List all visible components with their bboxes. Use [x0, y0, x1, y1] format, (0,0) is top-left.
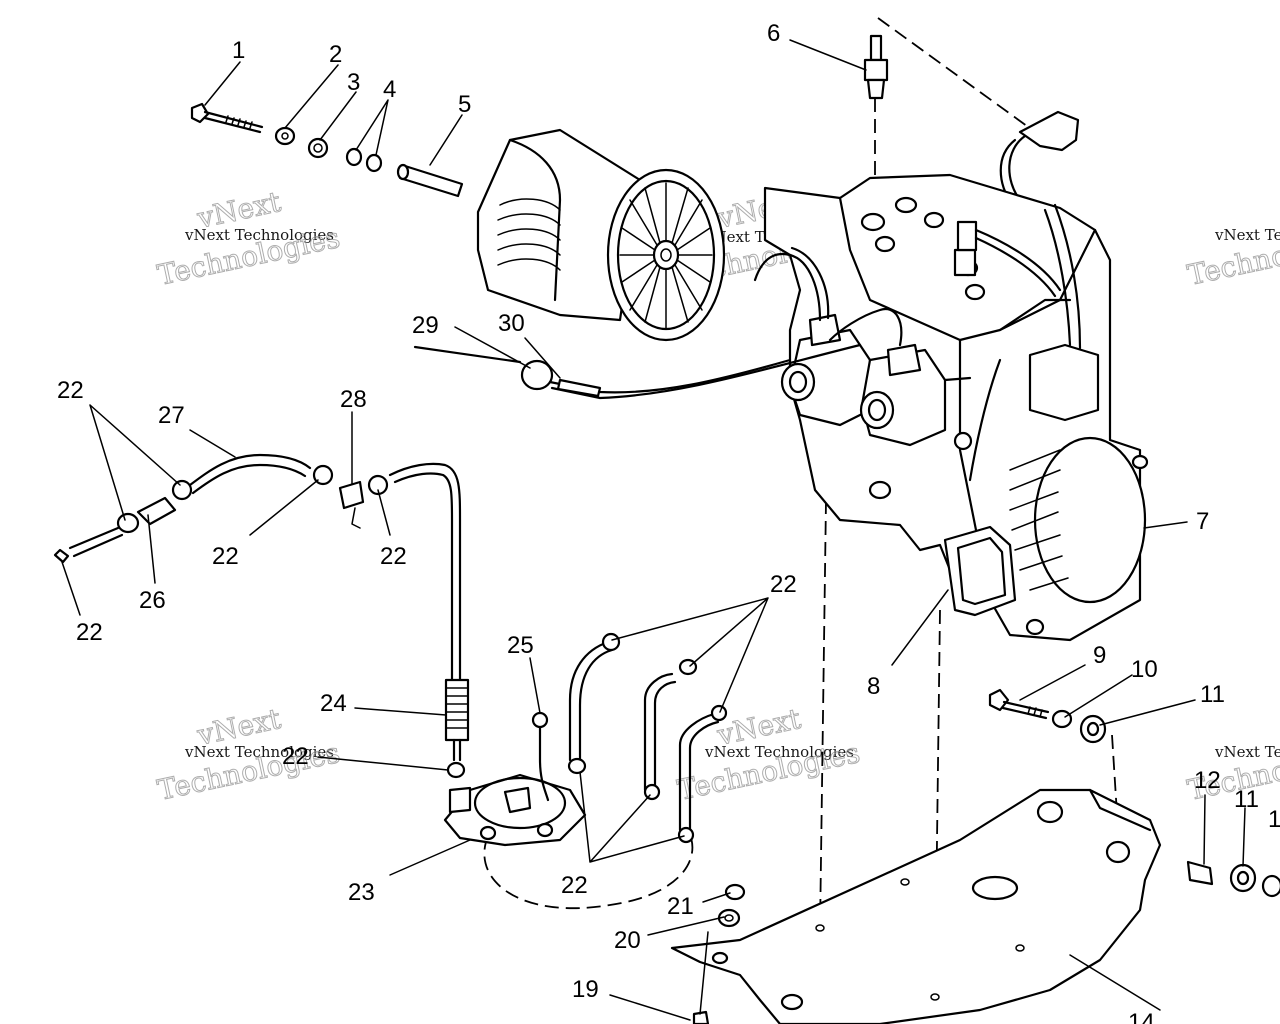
- callout-26: 26: [139, 587, 166, 614]
- callout-22g: 22: [561, 872, 588, 899]
- callout-20: 20: [614, 927, 641, 954]
- mount-plate: [670, 788, 1162, 1024]
- callout-11b: 11: [1234, 786, 1259, 813]
- callout-21: 21: [667, 893, 694, 920]
- callout-6: 6: [767, 20, 780, 47]
- svg-text:vNext Technologies: vNext Technologies: [184, 743, 334, 761]
- callout-28: 28: [340, 386, 367, 413]
- callout-22h: 1: [1268, 806, 1280, 833]
- callout-4: 4: [383, 76, 396, 103]
- callout-10: 10: [1131, 656, 1158, 683]
- callout-23: 23: [348, 879, 375, 906]
- callout-29: 29: [412, 312, 439, 339]
- throttle-cables: [413, 343, 862, 400]
- bolt-stack: [190, 102, 464, 198]
- engine: [763, 173, 1149, 642]
- callout-12: 12: [1194, 767, 1221, 794]
- callout-14: 14: [1128, 1009, 1155, 1024]
- callout-24: 24: [320, 690, 347, 717]
- callout-22b: 22: [76, 619, 103, 646]
- callout-11a: 11: [1200, 681, 1225, 708]
- callout-22e: 22: [770, 571, 797, 598]
- callout-2: 2: [329, 41, 342, 68]
- callout-22d: 22: [380, 543, 407, 570]
- fuel-pump: [443, 632, 728, 847]
- callout-30: 30: [498, 310, 525, 337]
- drive-clutch: [476, 128, 726, 342]
- callout-7: 7: [1196, 508, 1209, 535]
- callout-labels: 1 2 3 4 5 6 7 8 9 10 11 11 12 14 19 20 2…: [57, 20, 1280, 1024]
- mount-hardware: [692, 688, 1280, 1024]
- callout-1: 1: [232, 37, 245, 64]
- callout-8: 8: [867, 673, 880, 700]
- callout-27: 27: [158, 402, 185, 429]
- callout-25: 25: [507, 632, 534, 659]
- callout-19: 19: [572, 976, 599, 1003]
- callout-22f: 22: [282, 743, 309, 770]
- callout-9: 9: [1093, 642, 1106, 669]
- callout-22a: 22: [57, 377, 84, 404]
- callout-5: 5: [458, 91, 471, 118]
- spark-plug: [863, 34, 1080, 242]
- callout-3: 3: [347, 69, 360, 96]
- svg-text:vNext Tec: vNext Tec: [1214, 743, 1280, 761]
- callout-22c: 22: [212, 543, 239, 570]
- carburetors: [753, 246, 972, 447]
- svg-text:vNext Technologies: vNext Technologies: [704, 743, 854, 761]
- leader-lines: [61, 39, 1246, 1021]
- svg-text:vNext Technologies: vNext Technologies: [184, 226, 334, 244]
- svg-text:vNext Tec: vNext Tec: [1214, 226, 1280, 244]
